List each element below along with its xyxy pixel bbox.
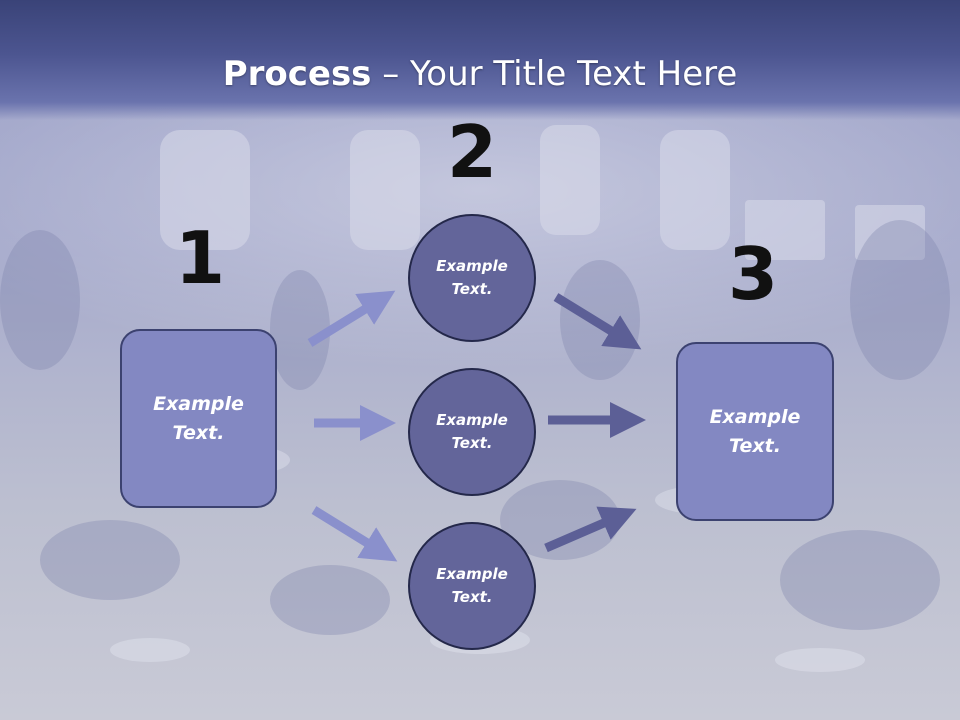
arrow-bottom-to-right	[544, 506, 637, 553]
title-bar	[0, 0, 960, 120]
step-2-circle-bottom: Example Text.	[408, 522, 536, 650]
circle-top-label: Example Text.	[436, 257, 508, 298]
title-rest: – Your Title Text Here	[371, 54, 738, 94]
step-2-circle-top: Example Text.	[408, 214, 536, 342]
step-3-box-label: Example Text.	[709, 405, 801, 457]
step-2-circle-middle: Example Text.	[408, 368, 536, 496]
circle-middle-label: Example Text.	[436, 411, 508, 452]
slide-title: Process – Your Title Text Here	[0, 52, 960, 96]
step-1-box: Example Text.	[120, 329, 277, 508]
step-number-3: 3	[727, 232, 779, 316]
step-number-2: 2	[446, 110, 498, 194]
step-number-1: 1	[174, 216, 226, 300]
arrow-top-to-right	[553, 293, 642, 350]
circle-bottom-label: Example Text.	[436, 565, 508, 606]
arrow-left-to-top	[307, 290, 396, 347]
arrow-left-to-bottom	[311, 506, 398, 562]
step-3-box: Example Text.	[676, 342, 834, 521]
step-1-box-label: Example Text.	[153, 392, 244, 444]
title-bold: Process	[222, 54, 372, 94]
